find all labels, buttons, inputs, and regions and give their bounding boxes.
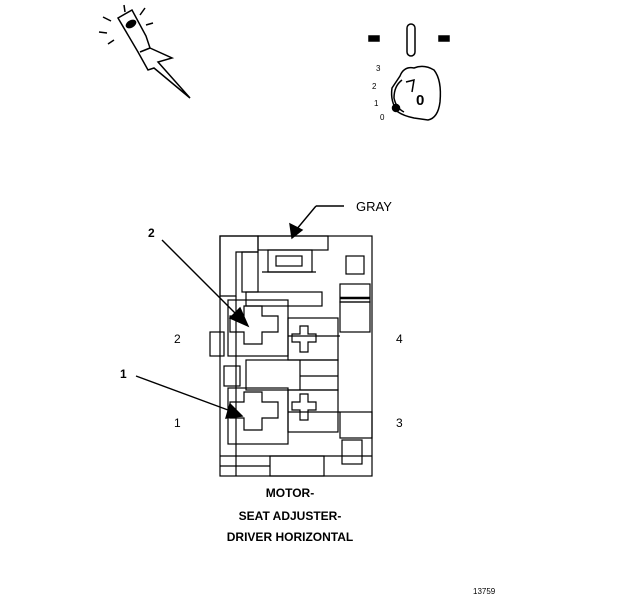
ignition-switch-icon (368, 23, 450, 121)
ignition-mark-2: 2 (372, 82, 377, 91)
figure-number: 13759 (473, 587, 496, 596)
ignition-mark-1: 1 (374, 99, 379, 108)
caption-line-1: MOTOR- (265, 486, 315, 500)
ignition-key-letter: 0 (416, 92, 425, 109)
pin-2-label: 2 (174, 332, 181, 346)
callout-arrows (135, 205, 344, 419)
caption-line-2: SEAT ADJUSTER- (238, 509, 342, 523)
test-light-probe-icon (98, 4, 191, 99)
callout-2-label: 2 (148, 226, 155, 240)
callout-1-label: 1 (120, 367, 127, 381)
pin-1-label: 1 (174, 416, 181, 430)
ignition-mark-3: 3 (376, 64, 381, 73)
caption-line-3: DRIVER HORIZONTAL (226, 530, 354, 544)
pin-4-label: 4 (396, 332, 403, 346)
gray-wire-label: GRAY (356, 199, 392, 214)
pin-3-label: 3 (396, 416, 403, 430)
ignition-mark-0: 0 (380, 113, 385, 122)
connector-face (209, 235, 373, 477)
